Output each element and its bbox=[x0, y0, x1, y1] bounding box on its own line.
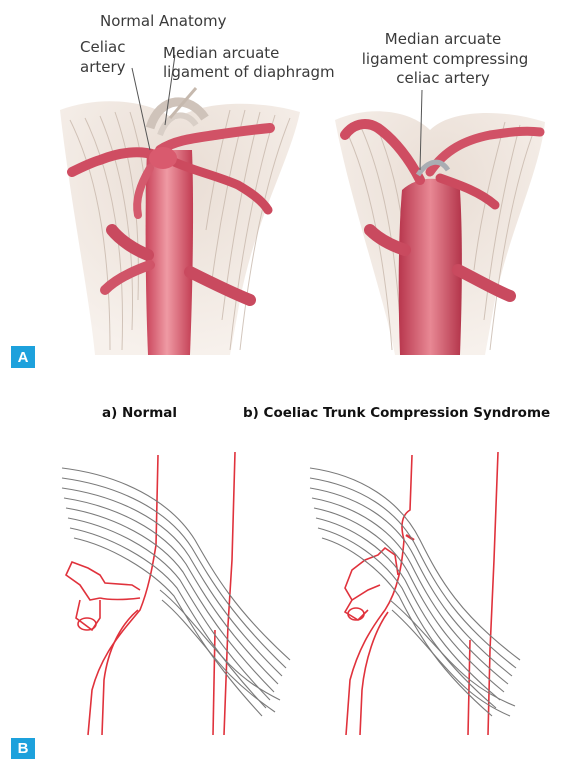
compression-vessel-outlines bbox=[345, 452, 498, 735]
panel-b-badge: B bbox=[11, 738, 35, 759]
normal-vessel-outlines bbox=[66, 452, 235, 735]
compression-ligament-fibers bbox=[310, 468, 520, 716]
